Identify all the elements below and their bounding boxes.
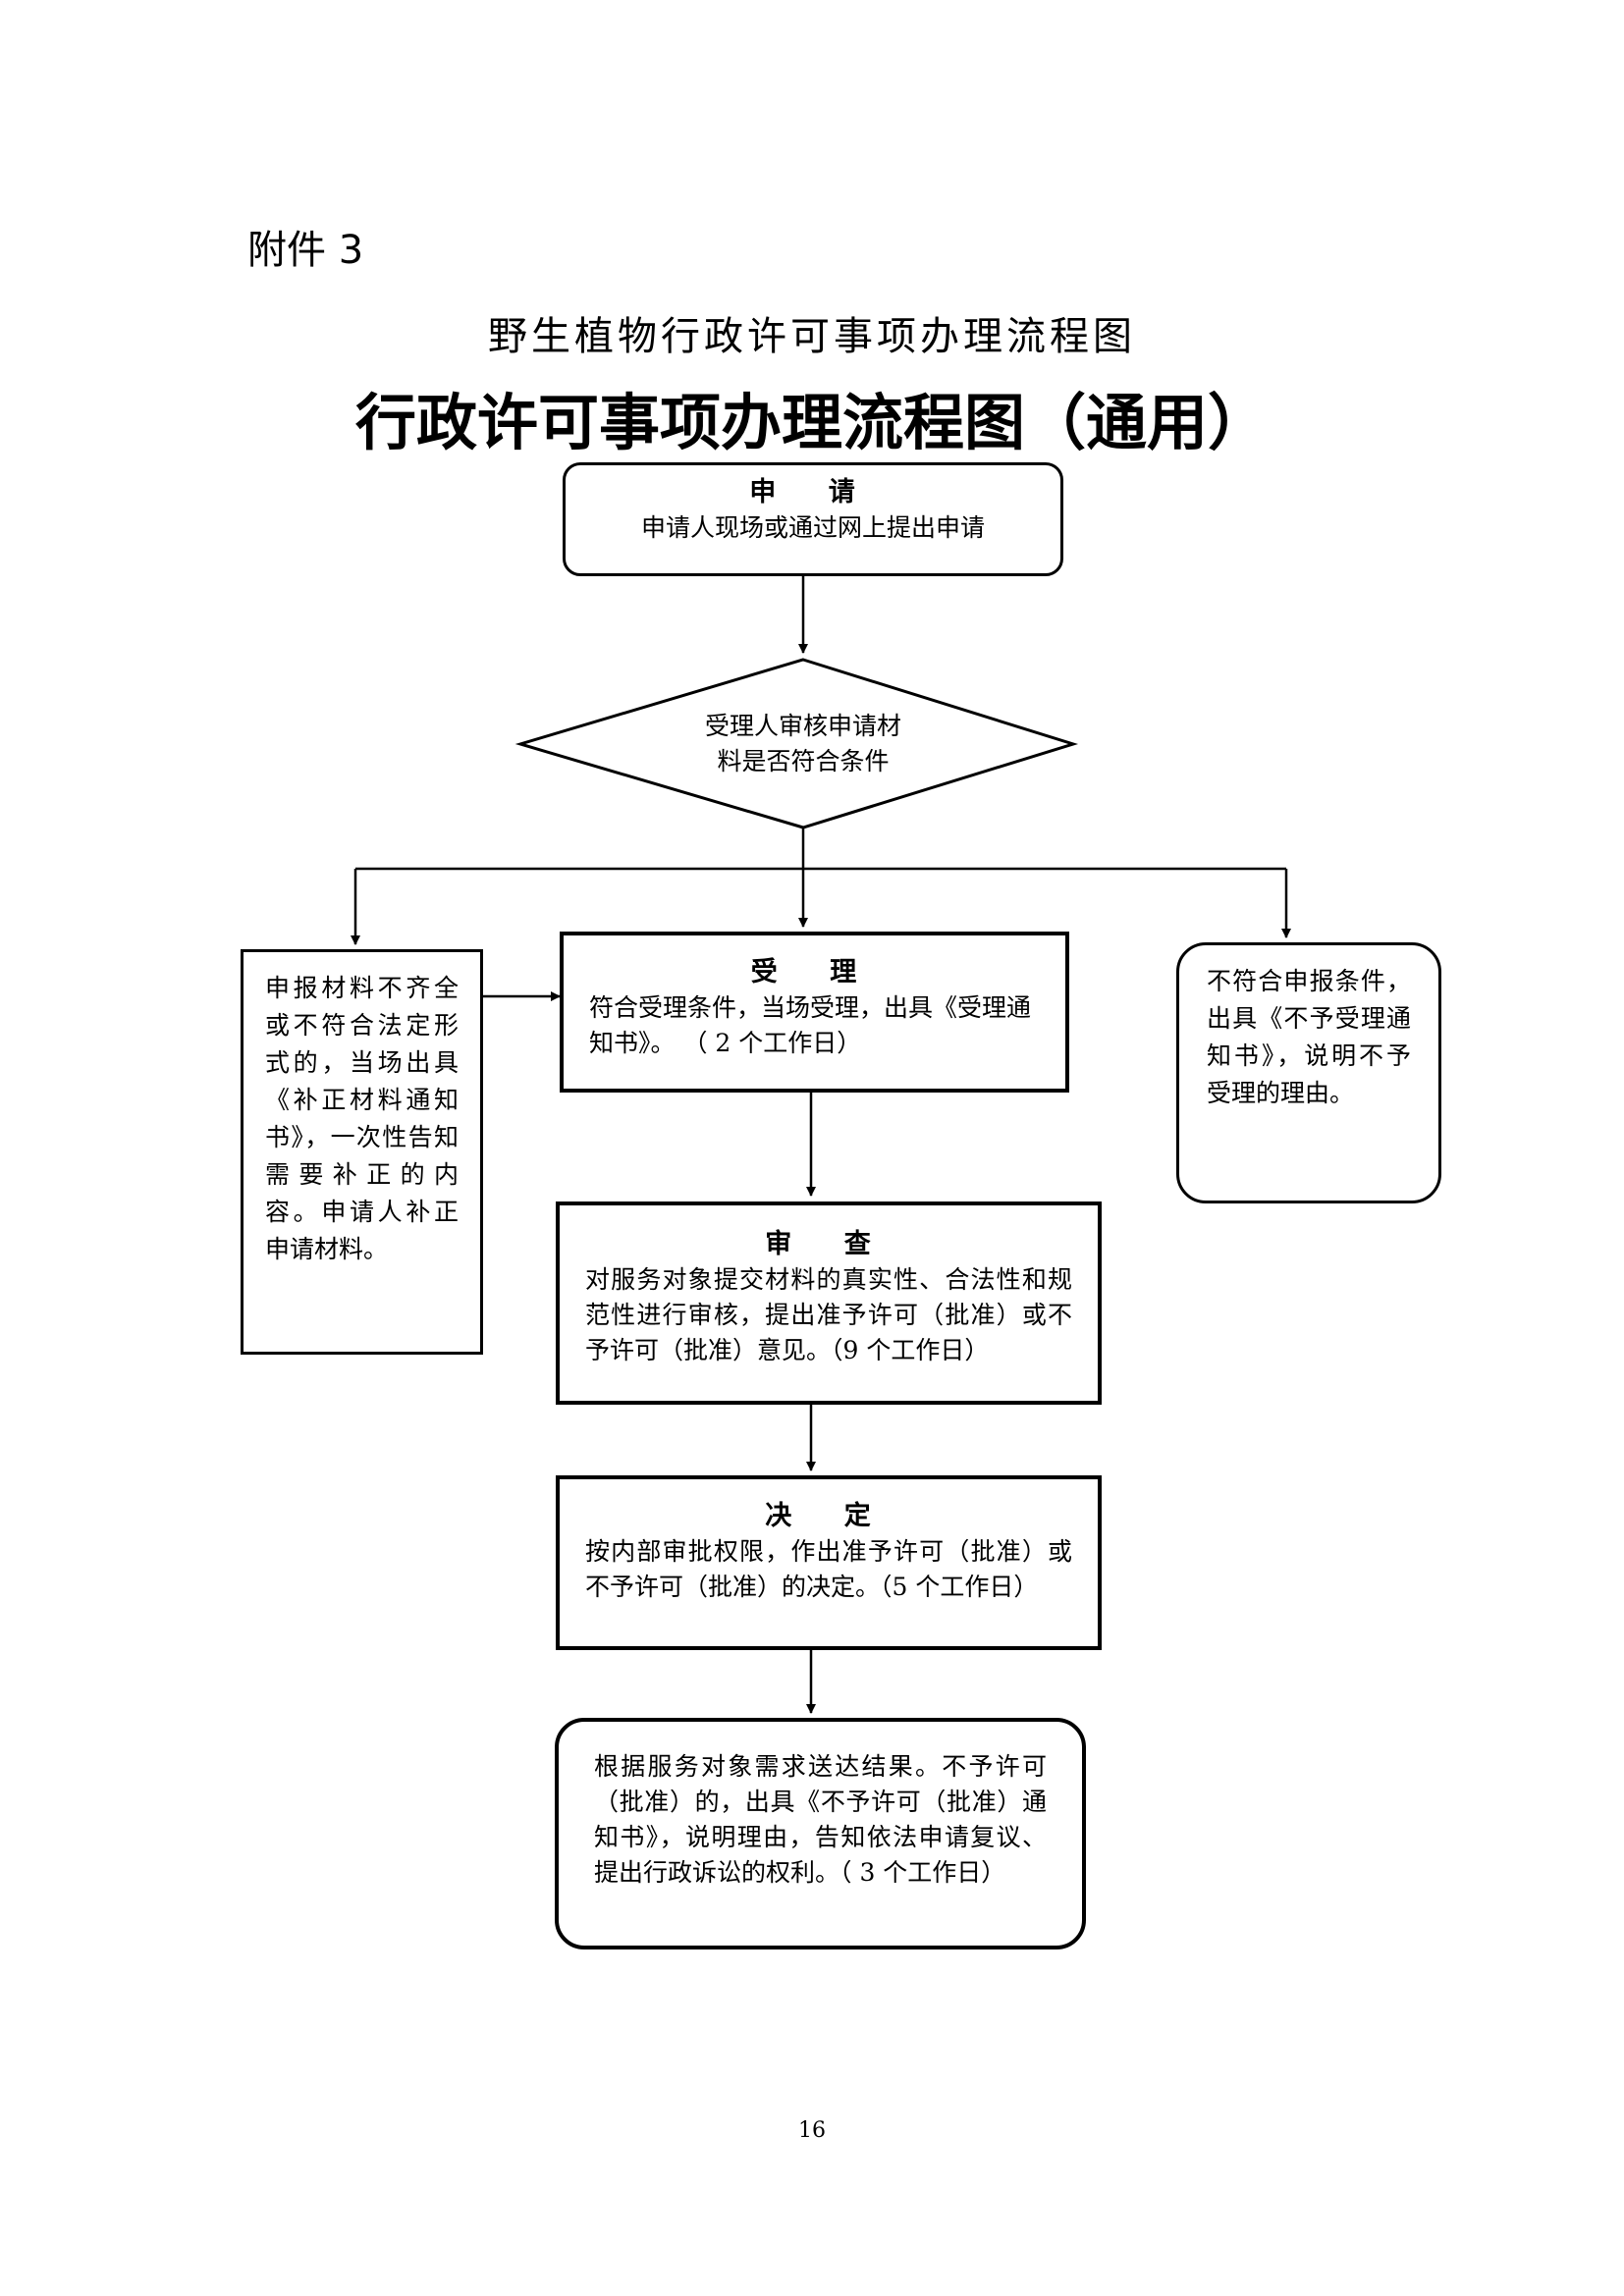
accept-text: 符合受理条件，当场受理，出具《受理通知书》。 （ 2 个工作日） [589, 993, 1032, 1057]
accept-heading: 受 理 [750, 957, 879, 988]
apply-node: 申 请 申请人现场或通过网上提出申请 [563, 462, 1063, 576]
examine-node: 审 查 对服务对象提交材料的真实性、合法性和规范性进行审核，提出准予许可（批准）… [556, 1201, 1102, 1405]
reject-text: 不符合申报条件，出具《不予受理通知书》，说明不予受理的理由。 [1207, 967, 1411, 1107]
subtitle: 野生植物行政许可事项办理流程图 [488, 314, 1136, 359]
examine-text: 对服务对象提交材料的真实性、合法性和规范性进行审核，提出准予许可（批准）或不予许… [585, 1265, 1072, 1364]
attachment-label: 附件 3 [247, 228, 364, 273]
accept-node: 受 理 符合受理条件，当场受理，出具《受理通知书》。 （ 2 个工作日） [560, 932, 1069, 1093]
review-diamond-text: 受理人审核申请材 料是否符合条件 [589, 709, 1017, 779]
page-number: 16 [798, 2118, 826, 2143]
supplement-node: 申报材料不齐全或不符合法定形式的，当场出具《补正材料通知书》，一次性告知需要补正… [241, 949, 483, 1355]
supplement-text: 申报材料不齐全或不符合法定形式的，当场出具《补正材料通知书》，一次性告知需要补正… [265, 974, 459, 1263]
deliver-node: 根据服务对象需求送达结果。不予许可（批准）的，出具《不予许可（批准）通知书》，说… [555, 1718, 1086, 1949]
apply-text: 申请人现场或通过网上提出申请 [640, 513, 985, 542]
apply-heading: 申 请 [749, 477, 877, 507]
decide-heading: 决 定 [765, 1501, 893, 1531]
decide-text: 按内部审批权限，作出准予许可（批准）或不予许可（批准）的决定。（5 个工作日） [585, 1537, 1072, 1601]
examine-heading: 审 查 [765, 1229, 893, 1259]
review-line-1: 受理人审核申请材 [704, 712, 901, 740]
reject-node: 不符合申报条件，出具《不予受理通知书》，说明不予受理的理由。 [1176, 942, 1441, 1203]
deliver-text: 根据服务对象需求送达结果。不予许可（批准）的，出具《不予许可（批准）通知书》，说… [594, 1752, 1047, 1887]
decide-node: 决 定 按内部审批权限，作出准予许可（批准）或不予许可（批准）的决定。（5 个工… [556, 1475, 1102, 1650]
review-line-2: 料是否符合条件 [717, 747, 890, 775]
main-title: 行政许可事项办理流程图（通用） [354, 387, 1269, 458]
